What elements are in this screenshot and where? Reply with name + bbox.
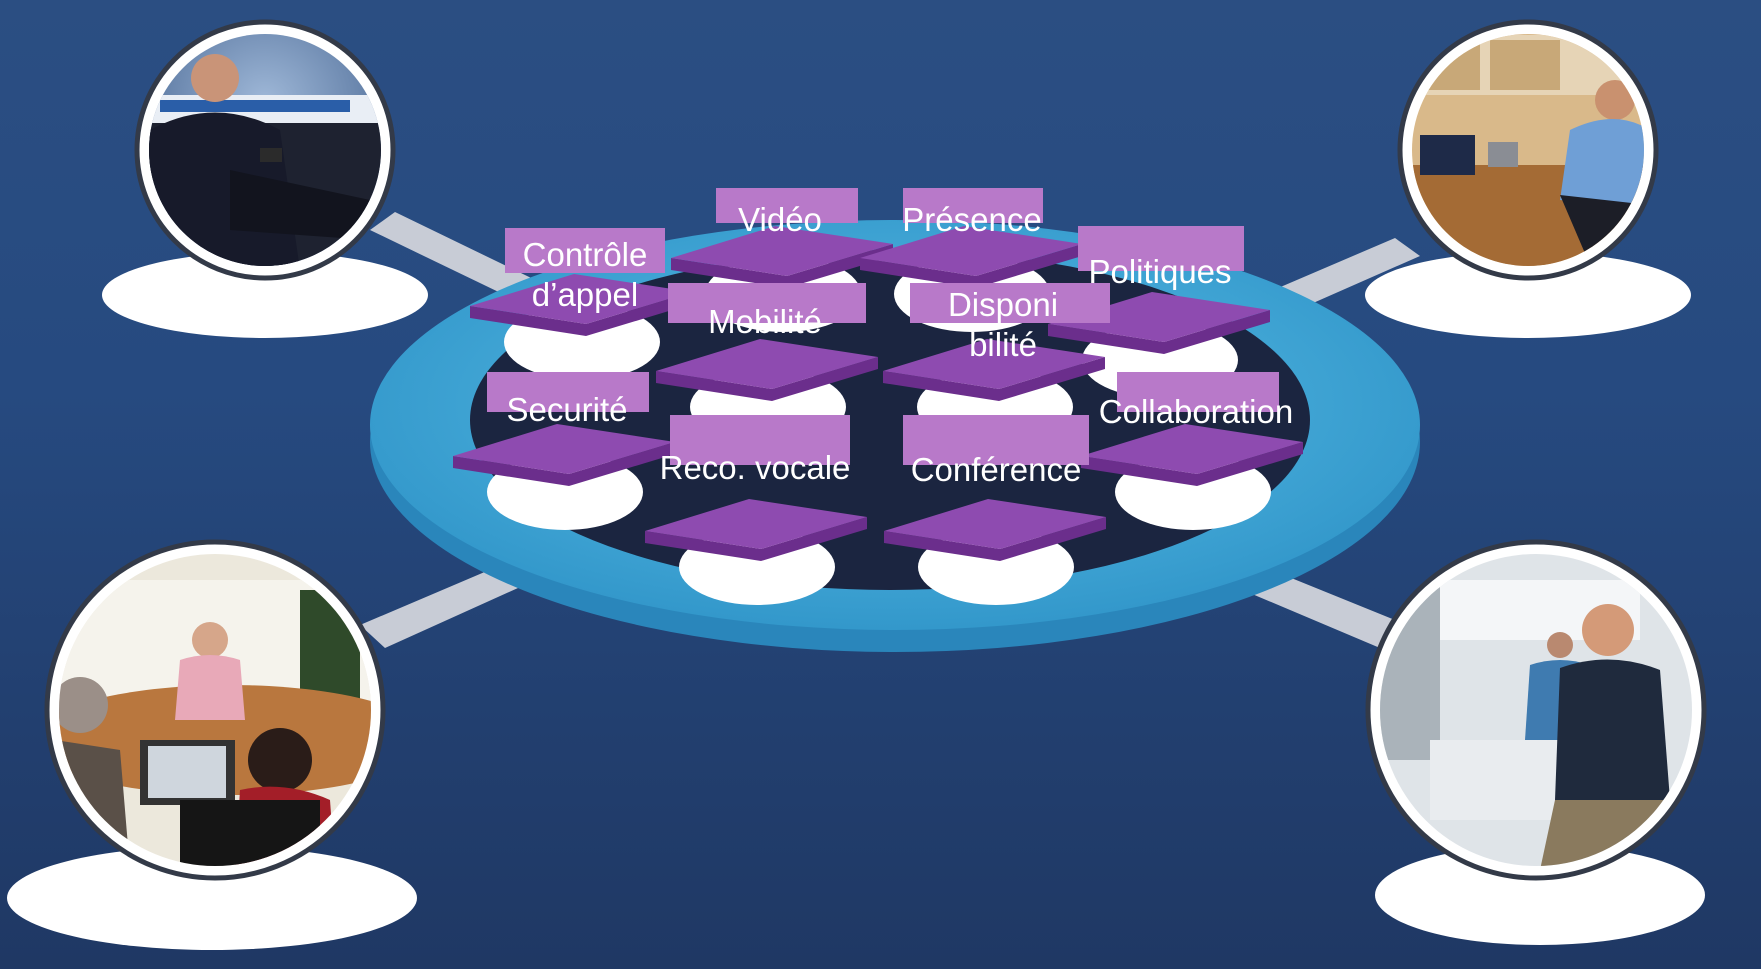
tile-top-conference bbox=[884, 499, 1106, 549]
tile-top-controle-appel bbox=[470, 274, 692, 324]
photo-office-headset bbox=[1412, 34, 1644, 266]
service-tile-conference bbox=[884, 415, 1106, 605]
service-tile-securite bbox=[453, 372, 675, 530]
service-label-politiques: Politiques bbox=[1088, 252, 1231, 292]
service-label-line: Contrôle bbox=[522, 236, 648, 273]
label-box-mobilite bbox=[668, 283, 866, 323]
service-tile-reco-vocale bbox=[645, 415, 867, 605]
service-label-line: Mobilité bbox=[708, 303, 822, 340]
tile-side-controle-appel bbox=[470, 292, 692, 336]
service-tile-controle-appel bbox=[470, 228, 692, 380]
label-box-politiques bbox=[1078, 226, 1244, 271]
label-box-presence bbox=[903, 188, 1043, 223]
service-label-line: Conférence bbox=[910, 451, 1082, 488]
tile-side-reco-vocale bbox=[645, 517, 867, 561]
tile-side-conference bbox=[884, 517, 1106, 561]
service-tile-disponibilite bbox=[883, 283, 1110, 445]
tile-side-collaboration bbox=[1081, 442, 1303, 486]
tile-top-presence bbox=[860, 226, 1082, 276]
service-label-collaboration: Collaboration bbox=[1099, 392, 1293, 432]
user-circle-top-left bbox=[102, 19, 428, 338]
tile-top-video bbox=[671, 226, 893, 276]
label-box-collaboration bbox=[1117, 372, 1279, 412]
tile-side-disponibilite bbox=[883, 357, 1105, 401]
service-label-line: Vidéo bbox=[738, 201, 822, 238]
label-box-securite bbox=[487, 372, 649, 412]
service-label-line: bilité bbox=[969, 326, 1037, 363]
tile-top-mobilite bbox=[656, 339, 878, 389]
tile-side-securite bbox=[453, 442, 675, 486]
service-label-line: Reco. vocale bbox=[659, 449, 851, 486]
service-label-line: Securité bbox=[506, 391, 628, 428]
label-box-conference bbox=[903, 415, 1089, 465]
label-box-controle-appel bbox=[505, 228, 665, 273]
label-box-disponibilite bbox=[910, 283, 1110, 323]
service-label-reco-vocale: Reco. vocale bbox=[660, 448, 851, 488]
photo-meeting-room bbox=[59, 554, 371, 866]
service-label-line: Collaboration bbox=[1098, 393, 1294, 430]
tile-side-politiques bbox=[1048, 310, 1270, 354]
service-label-presence: Présence bbox=[902, 200, 1041, 240]
service-tiles bbox=[453, 188, 1303, 605]
photo-mobile-traveler bbox=[149, 34, 381, 266]
label-box-reco-vocale bbox=[670, 415, 850, 465]
tile-top-reco-vocale bbox=[645, 499, 867, 549]
service-label-line: Présence bbox=[902, 201, 1042, 238]
tile-top-politiques bbox=[1048, 292, 1270, 342]
service-tile-collaboration bbox=[1081, 372, 1303, 530]
service-label-video: Vidéo bbox=[738, 200, 822, 240]
service-label-securite: Securité bbox=[506, 390, 627, 430]
user-circle-top-right bbox=[1365, 19, 1691, 338]
service-label-mobilite: Mobilité bbox=[708, 302, 822, 342]
service-label-conference: Conférence bbox=[911, 450, 1082, 490]
label-box-video bbox=[716, 188, 858, 223]
service-label-line: Disponi bbox=[947, 286, 1059, 323]
user-circle-bottom-right bbox=[1365, 539, 1707, 945]
tile-top-collaboration bbox=[1081, 424, 1303, 474]
tile-side-presence bbox=[860, 244, 1082, 288]
service-label-line: d’appel bbox=[531, 276, 639, 313]
tile-top-disponibilite bbox=[883, 339, 1105, 389]
service-label-line: Politiques bbox=[1088, 253, 1232, 290]
user-circle-bottom-left bbox=[7, 539, 417, 950]
tile-top-securite bbox=[453, 424, 675, 474]
tile-side-mobilite bbox=[656, 357, 878, 401]
tile-side-video bbox=[671, 244, 893, 288]
